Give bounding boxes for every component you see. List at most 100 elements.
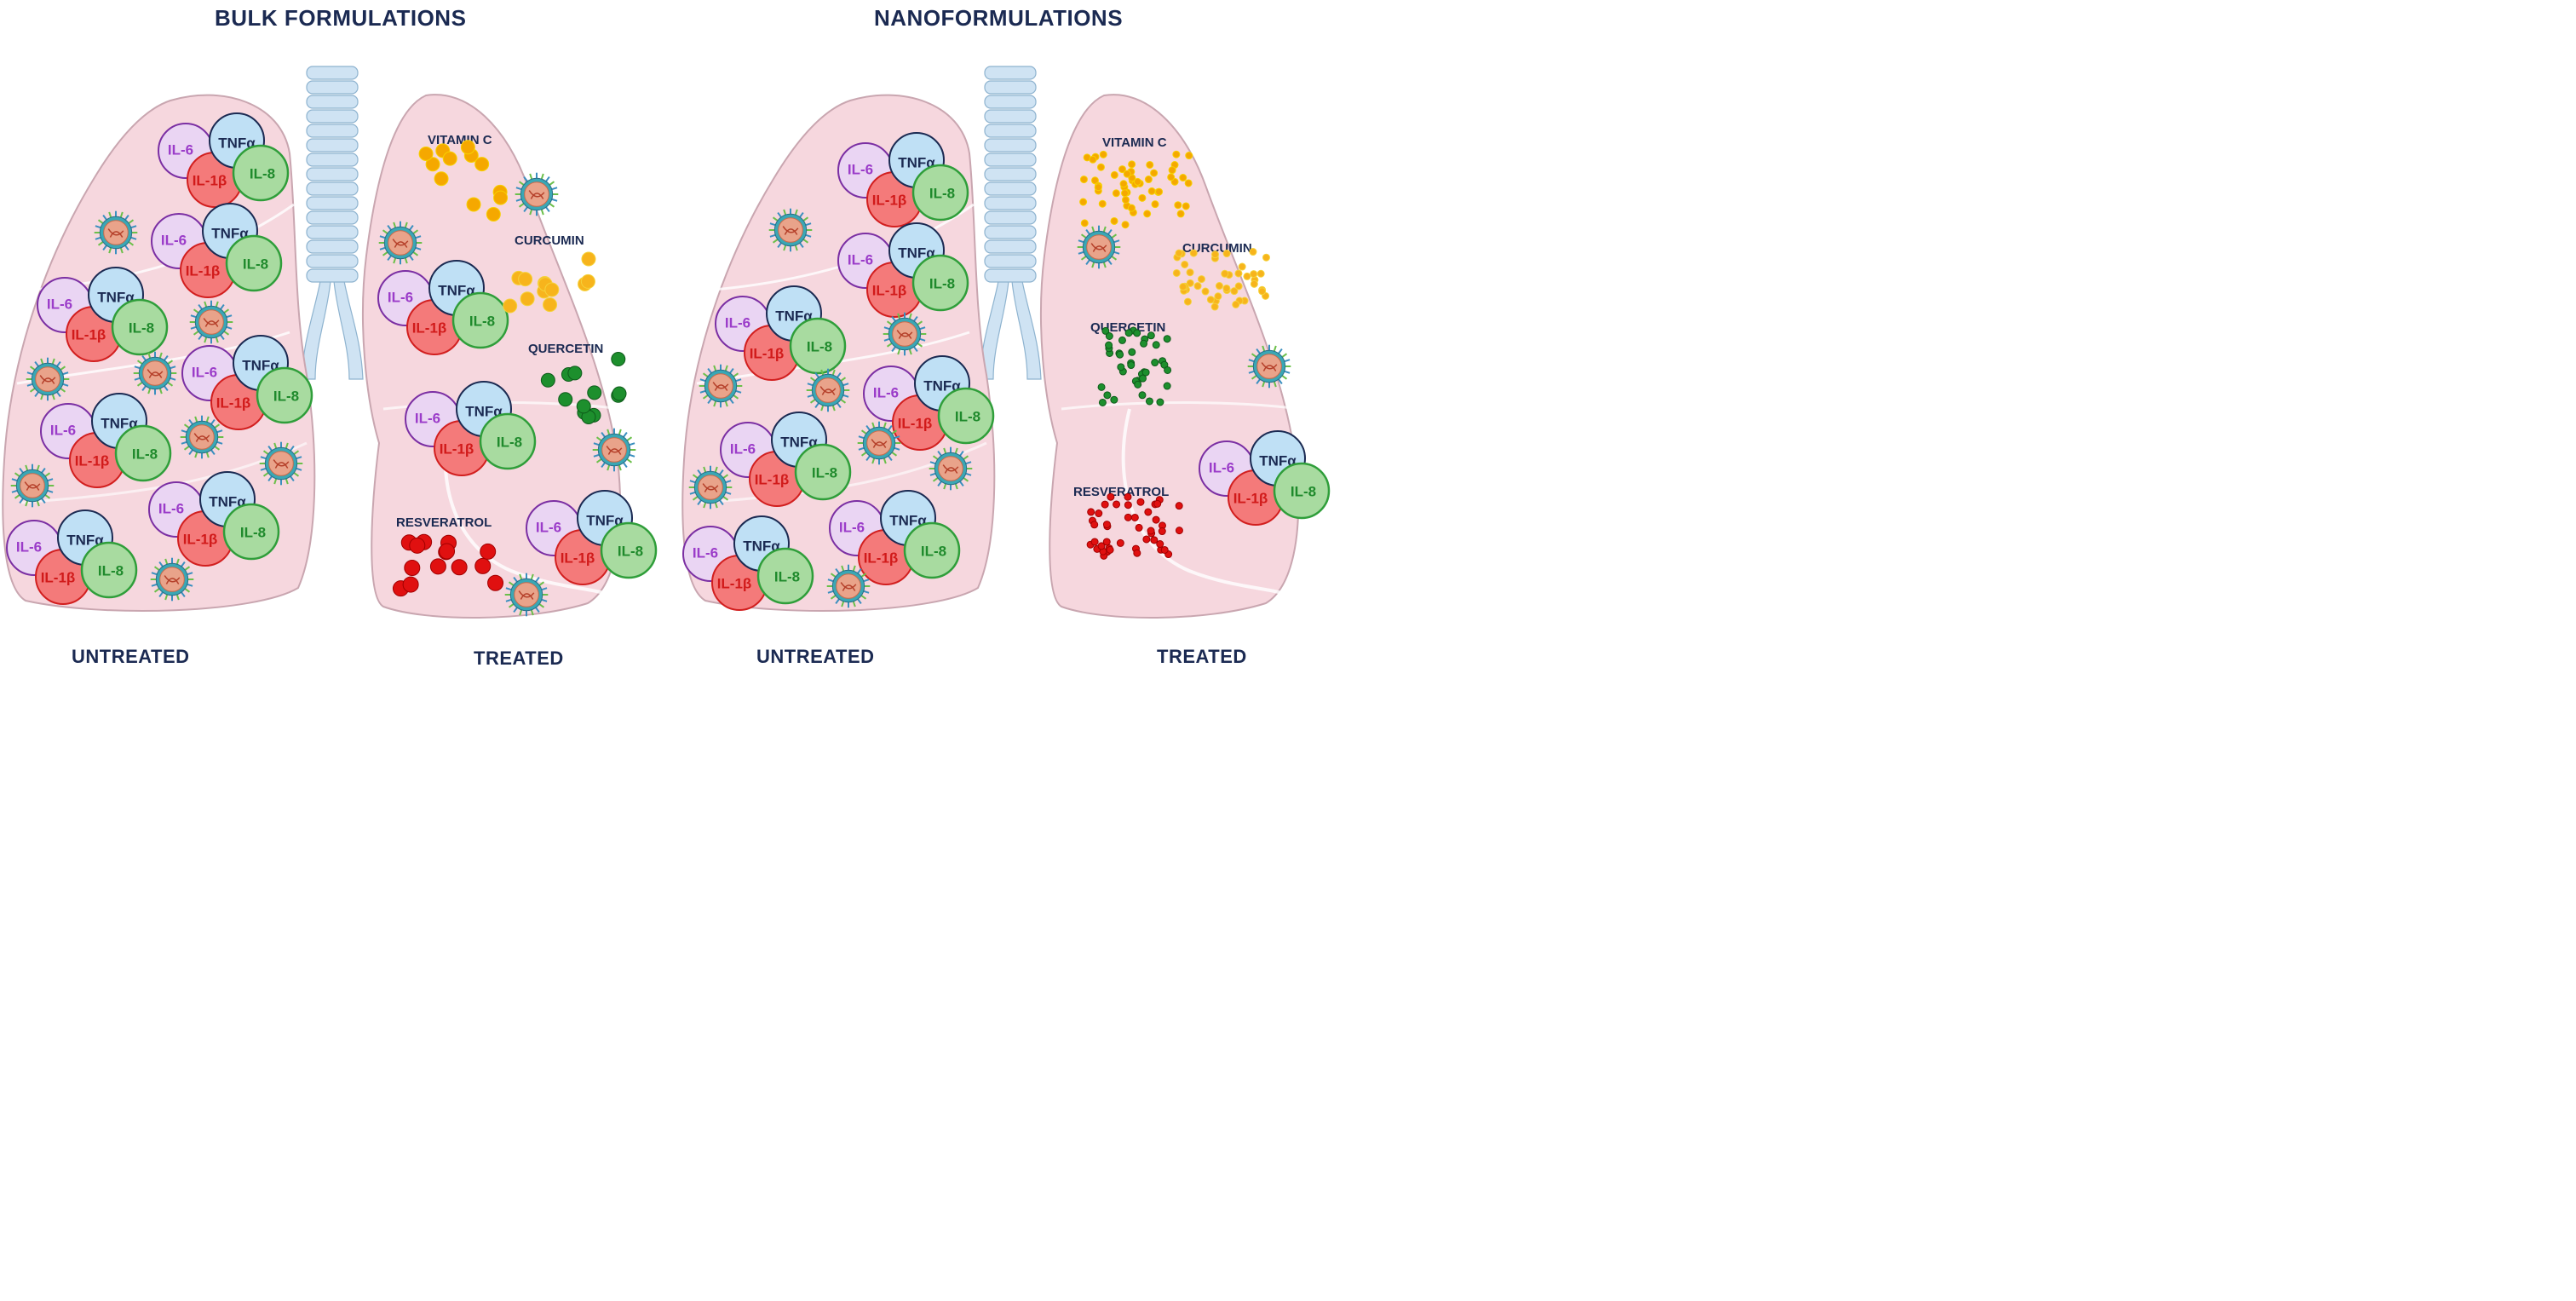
- virus-spike: [551, 187, 558, 191]
- virus-spike: [387, 255, 392, 262]
- virus-spike: [908, 348, 912, 355]
- virus-spike: [807, 394, 814, 398]
- tnfa-label: TNFα: [97, 289, 135, 305]
- compound-dot: [1105, 331, 1113, 340]
- virus-spike: [11, 478, 18, 482]
- virus-spike: [175, 594, 180, 601]
- virus-spike: [181, 591, 186, 598]
- compound-dot: [1130, 513, 1139, 521]
- compound-dot: [1168, 166, 1176, 175]
- compound-dot: [1250, 279, 1258, 288]
- virus-spike: [917, 320, 923, 325]
- virus-spike: [529, 173, 533, 180]
- virus-spike: [807, 383, 814, 387]
- compound-dot: [611, 352, 626, 367]
- compound-dot: [1124, 329, 1133, 337]
- virus-spike: [799, 242, 804, 249]
- virus-spike: [886, 343, 893, 348]
- trachea-ring: [306, 196, 359, 210]
- virus-spike: [215, 337, 219, 343]
- il8-circle: [256, 366, 313, 424]
- compound-dot: [1167, 173, 1176, 181]
- virus-spike: [293, 472, 300, 477]
- virus-spike: [1080, 233, 1087, 239]
- virus-spike: [404, 222, 408, 228]
- compound-dot: [1153, 499, 1162, 508]
- virus-spike: [772, 216, 779, 222]
- virus-core: [159, 567, 185, 592]
- virus-spike: [888, 455, 893, 462]
- compound-dot: [1181, 260, 1189, 268]
- compound-dot: [1138, 391, 1147, 400]
- virus-spike: [535, 576, 540, 583]
- il8-circle: [225, 234, 283, 292]
- virus-spike: [136, 382, 143, 387]
- virus-spike: [164, 354, 169, 361]
- virus-spike: [714, 502, 718, 509]
- virus-spike: [34, 360, 39, 367]
- virus-rna: [392, 239, 409, 248]
- left-bronchus: [979, 280, 1009, 380]
- compound-dot: [480, 543, 497, 560]
- il8-label: IL-8: [129, 319, 154, 336]
- virus-particle-icon: [504, 573, 549, 617]
- virus-spike: [151, 572, 158, 576]
- virus-spike: [549, 203, 555, 208]
- virus-spike: [204, 337, 208, 343]
- il8-label: IL-8: [618, 543, 643, 559]
- virus-spike: [158, 388, 163, 394]
- compound-dot: [1128, 160, 1136, 169]
- trachea-icon: [301, 66, 364, 380]
- virus-spike: [47, 478, 54, 482]
- virus-spike: [540, 209, 544, 216]
- il6-label: IL-6: [388, 289, 413, 305]
- virus-particle-icon: [94, 210, 138, 255]
- virus-spike: [29, 366, 36, 371]
- virus-spike: [863, 590, 870, 594]
- virus-spike: [387, 224, 392, 231]
- virus-spike: [1091, 262, 1095, 268]
- compound-dot: [581, 251, 596, 267]
- virus-particle-icon: [857, 421, 901, 465]
- compound-dot: [460, 140, 475, 155]
- virus-spike: [852, 565, 856, 572]
- virus-spike: [26, 383, 33, 387]
- compound-dot: [1150, 536, 1159, 544]
- virus-spike: [158, 561, 164, 567]
- virus-spike: [214, 446, 221, 451]
- virus-spike: [34, 391, 39, 398]
- virus-spike: [124, 214, 129, 221]
- trachea-ring: [306, 167, 359, 181]
- il6-label: IL-6: [848, 161, 873, 177]
- virus-spike: [805, 233, 812, 238]
- virus-spike: [273, 442, 278, 449]
- trachea-ring: [306, 225, 359, 239]
- compound-dot: [518, 272, 533, 287]
- virus-spike: [25, 500, 29, 507]
- il1b-label: IL-1β: [183, 531, 218, 547]
- virus-spike: [777, 242, 782, 249]
- virus-spike: [733, 394, 739, 400]
- virus-spike: [515, 198, 522, 202]
- virus-spike: [95, 236, 101, 240]
- virus-spike: [1278, 348, 1283, 354]
- compound-dot: [1124, 501, 1132, 509]
- virus-spike: [937, 481, 942, 487]
- virus-core: [815, 377, 841, 403]
- compound-dot: [1249, 248, 1257, 256]
- virus-spike: [40, 394, 44, 400]
- virus-core: [601, 437, 627, 463]
- compound-dot: [1243, 272, 1251, 280]
- virus-spike: [183, 423, 190, 429]
- virus-spike: [1281, 375, 1288, 380]
- virus-spike: [1078, 250, 1084, 255]
- virus-spike: [965, 461, 972, 465]
- virus-spike: [134, 366, 141, 370]
- virus-spike: [913, 315, 918, 322]
- compound-dot: [1163, 382, 1171, 390]
- virus-spike: [198, 303, 203, 310]
- compound-dot: [1141, 368, 1150, 377]
- virus-spike: [158, 591, 164, 598]
